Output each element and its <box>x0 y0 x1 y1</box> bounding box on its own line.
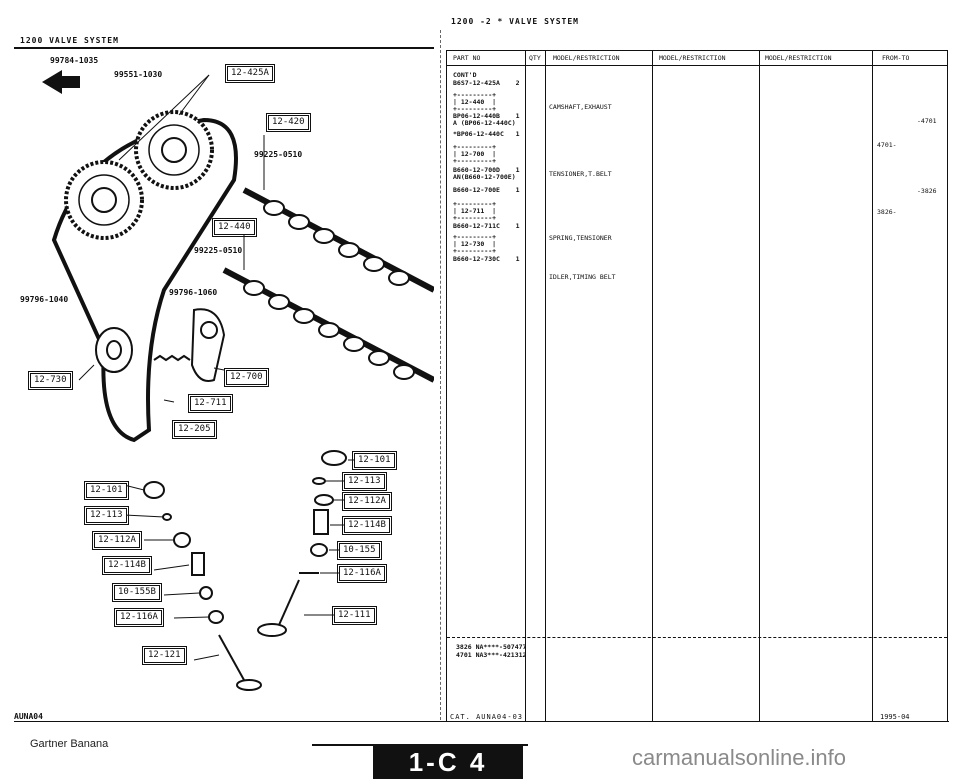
table-row: B660-12-700D 1 <box>453 166 520 174</box>
table-row: +---------+ <box>453 157 497 165</box>
ref-tag: 12-440 <box>212 218 257 237</box>
col-divider <box>759 51 760 721</box>
ref-tag: 12-116A <box>114 608 164 627</box>
ref-tag: 12-700 <box>224 368 269 387</box>
table-row: B660-12-711C 1 <box>453 222 520 230</box>
table-header: PART NO QTY MODEL/RESTRICTION MODEL/REST… <box>447 51 947 66</box>
table-row: | 12-711 | <box>453 207 497 215</box>
part-number-label: 99551-1030 <box>114 70 163 79</box>
tensioner-spring <box>153 354 191 362</box>
table-row: +---------+ <box>453 105 497 113</box>
table-row: +---------+ <box>453 214 497 222</box>
ref-tag: 12-420 <box>266 113 311 132</box>
left-section-title: 1200 VALVE SYSTEM <box>20 36 119 45</box>
col-divider <box>652 51 653 721</box>
part-number-label: 99796-1060 <box>169 288 218 297</box>
from-to-value: 3826- <box>877 208 897 216</box>
exploded-diagram: 99784-1035 99551-1030 99225-0510 99225-0… <box>14 50 436 710</box>
leader-lines <box>78 74 354 661</box>
catalog-code-left: AUNA04 <box>14 712 43 721</box>
table-row: B6S7-12-425A 2 <box>453 79 520 87</box>
table-row: +---------+ <box>453 233 497 241</box>
cam-pulley-exhaust <box>134 110 214 190</box>
table-row: +---------+ <box>453 143 497 151</box>
table-row: BP06-12-440B 1 <box>453 112 520 120</box>
part-number-label: 99225-0510 <box>194 246 243 255</box>
catalog-date: 1995-04 <box>880 713 910 721</box>
parts-table: PART NO QTY MODEL/RESTRICTION MODEL/REST… <box>446 50 948 722</box>
ref-tag: 12-205 <box>172 420 217 439</box>
cam-pulley-intake <box>64 160 144 240</box>
camshaft-intake <box>222 267 436 383</box>
from-to-value: -3826 <box>917 187 937 195</box>
ref-tag: 12-111 <box>332 606 377 625</box>
part-description: CAMSHAFT,EXHAUST <box>549 103 612 111</box>
table-row: CONT'D <box>453 71 477 79</box>
ref-tag: 12-114B <box>102 556 152 575</box>
valve-system-drawing <box>42 70 436 691</box>
table-row: B660-12-730C 1 <box>453 255 520 263</box>
col-header-part-no: PART NO <box>453 54 481 62</box>
part-number-label: 99784-1035 <box>50 56 99 65</box>
catalog-code: CAT. AUNA04-03 <box>450 713 524 721</box>
idler-pulley <box>95 327 133 373</box>
ref-tag: 12-101 <box>84 481 129 500</box>
ref-tag: 12-121 <box>142 646 187 665</box>
col-divider <box>525 51 526 721</box>
ref-tag: 12-112A <box>342 492 392 511</box>
col-header-model-2: MODEL/RESTRICTION <box>659 54 726 62</box>
ref-tag: 12-116A <box>337 564 387 583</box>
footer-rule <box>14 721 949 722</box>
table-row: B660-12-700E 1 <box>453 186 520 194</box>
ref-tag: 12-113 <box>84 506 129 525</box>
front-arrow-icon <box>42 70 80 94</box>
notes-divider <box>447 637 947 638</box>
table-row: | 12-440 | <box>453 98 497 106</box>
valve-components-left <box>143 481 262 691</box>
left-title-underline <box>14 47 434 49</box>
col-header-model-1: MODEL/RESTRICTION <box>553 54 620 62</box>
ref-tag: 12-112A <box>92 531 142 550</box>
ref-tag: 10-155 <box>337 541 382 560</box>
ref-tag: 12-113 <box>342 472 387 491</box>
belt-tensioner <box>190 308 226 382</box>
table-row: +---------+ <box>453 91 497 99</box>
ref-tag: 12-425A <box>225 64 275 83</box>
from-to-value: -4701 <box>917 117 937 125</box>
table-row: A (BP06-12-440C) <box>453 119 516 127</box>
ref-tag: 12-101 <box>352 451 397 470</box>
site-watermark: carmanualsonline.info <box>632 745 847 770</box>
part-number-label: 99225-0510 <box>254 150 303 159</box>
part-description: IDLER,TIMING BELT <box>549 273 616 281</box>
right-section-title: 1200 -2 * VALVE SYSTEM <box>451 17 579 26</box>
from-to-value: 4701- <box>877 141 897 149</box>
page-number-badge: 1-C 4 <box>373 745 523 779</box>
col-header-qty: QTY <box>529 54 541 62</box>
owner-name: Gartner Banana <box>30 738 109 750</box>
timing-belt <box>51 117 238 443</box>
col-divider <box>545 51 546 721</box>
col-header-model-3: MODEL/RESTRICTION <box>765 54 832 62</box>
ref-tag: 10-155B <box>112 583 162 602</box>
ref-tag: 12-114B <box>342 516 392 535</box>
table-row: *BP06-12-440C 1 <box>453 130 520 138</box>
table-row: +---------+ <box>453 247 497 255</box>
part-description: SPRING,TENSIONER <box>549 234 612 242</box>
valve-components-right <box>257 450 347 637</box>
part-number-label: 99796-1040 <box>20 295 69 304</box>
ref-tag: 12-730 <box>28 371 73 390</box>
table-row: | 12-730 | <box>453 240 497 248</box>
table-row: +---------+ <box>453 200 497 208</box>
table-row: AN(B660-12-700E) <box>453 173 516 181</box>
col-header-from-to: FROM-TO <box>882 54 910 62</box>
col-divider <box>872 51 873 721</box>
table-row: | 12-700 | <box>453 150 497 158</box>
serial-note: 4701 NA3***-421312 <box>456 651 527 659</box>
serial-note: 3826 NA****-507477 <box>456 643 527 651</box>
part-description: TENSIONER,T.BELT <box>549 170 612 178</box>
camshaft-exhaust <box>242 187 436 293</box>
page-divider <box>440 30 441 720</box>
ref-tag: 12-711 <box>188 394 233 413</box>
